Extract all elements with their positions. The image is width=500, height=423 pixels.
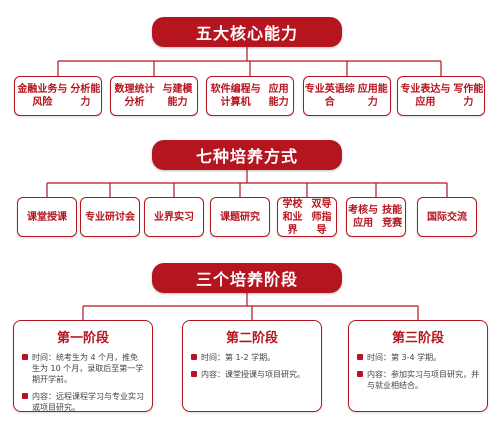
bullet-square-icon (22, 393, 28, 399)
training-method-box: 业界实习 (144, 197, 204, 237)
bullet-square-icon (191, 371, 197, 377)
core-ability-box: 数理统计分析与建模能力 (110, 76, 198, 116)
stage-title: 第三阶段 (391, 331, 444, 346)
stage-item: 时间：第 3-4 学期。 (357, 352, 479, 363)
training-method-box: 国际交流 (417, 197, 477, 237)
stage-item-text: 内容：远程课程学习与专业实习或项目研究。 (32, 392, 144, 412)
core-ability-label: 应用能力 (268, 84, 289, 108)
core-ability-box: 软件编程与计算机应用能力 (206, 76, 294, 116)
stage-title: 第一阶段 (56, 331, 109, 346)
bullet-square-icon (22, 354, 28, 360)
bullet-square-icon (357, 354, 363, 360)
training-method-box: 学校和业界双导师指导 (277, 197, 337, 237)
stage-item: 内容：参加实习与项目研究，并与就业相结合。 (357, 369, 479, 391)
core-ability-label: 应用能力 (357, 84, 388, 108)
core-ability-label: 专业表达与应用 (400, 84, 451, 108)
training-stage-card: 第二阶段时间：第 1-2 学期。内容：课堂授课与项目研究。 (182, 320, 322, 412)
stage-item-text: 时间：第 1-2 学期。 (201, 353, 276, 362)
core-ability-box: 专业表达与应用写作能力 (397, 76, 485, 116)
stage-item: 内容：课堂授课与项目研究。 (191, 369, 313, 380)
training-method-label: 国际交流 (427, 211, 467, 223)
section-header-training-stages: 三个培养阶段 (152, 263, 342, 293)
training-method-box: 考核与应用技能竞赛 (346, 197, 406, 237)
training-method-label: 业界实习 (154, 211, 194, 223)
core-ability-label: 分析能力 (70, 84, 101, 108)
bullet-square-icon (357, 371, 363, 377)
stage-item-text: 时间：统考生为 4 个月，推免生为 10 个月，录取后至第一学期开学前。 (32, 353, 144, 384)
stage-item: 内容：远程课程学习与专业实习或项目研究。 (22, 391, 144, 413)
training-method-box: 专业研讨会 (80, 197, 140, 237)
training-method-label: 双导师指导 (311, 198, 332, 236)
stage-item-text: 时间：第 3-4 学期。 (367, 353, 442, 362)
training-method-box: 课堂授课 (17, 197, 77, 237)
stage-item-text: 内容：参加实习与项目研究，并与就业相结合。 (367, 370, 479, 390)
stage-title: 第二阶段 (225, 331, 278, 346)
core-ability-label: 专业英语综合 (304, 84, 355, 108)
section-header-core-abilities: 五大核心能力 (152, 17, 342, 47)
training-method-label: 课堂授课 (27, 211, 67, 223)
training-method-label: 课题研究 (220, 211, 260, 223)
core-ability-label: 软件编程与计算机 (210, 84, 261, 108)
core-ability-box: 金融业务与风险分析能力 (14, 76, 102, 116)
section-header-training-methods: 七种培养方式 (152, 140, 342, 170)
training-method-label: 专业研讨会 (85, 211, 135, 223)
core-ability-box: 专业英语综合应用能力 (303, 76, 391, 116)
stage-item-text: 内容：课堂授课与项目研究。 (201, 370, 305, 379)
core-ability-label: 金融业务与风险 (17, 84, 68, 108)
training-stage-card: 第一阶段时间：统考生为 4 个月，推免生为 10 个月，录取后至第一学期开学前。… (13, 320, 153, 412)
stage-item: 时间：统考生为 4 个月，推免生为 10 个月，录取后至第一学期开学前。 (22, 352, 144, 385)
core-ability-label: 与建模能力 (162, 84, 193, 108)
training-method-label: 学校和业界 (282, 198, 303, 236)
bullet-square-icon (191, 354, 197, 360)
stage-item: 时间：第 1-2 学期。 (191, 352, 313, 363)
training-method-label: 技能竞赛 (382, 205, 403, 229)
training-stage-card: 第三阶段时间：第 3-4 学期。内容：参加实习与项目研究，并与就业相结合。 (348, 320, 488, 412)
training-method-label: 考核与应用 (348, 205, 379, 229)
core-ability-label: 数理统计分析 (114, 84, 155, 108)
training-method-box: 课题研究 (210, 197, 270, 237)
core-ability-label: 写作能力 (453, 84, 484, 108)
